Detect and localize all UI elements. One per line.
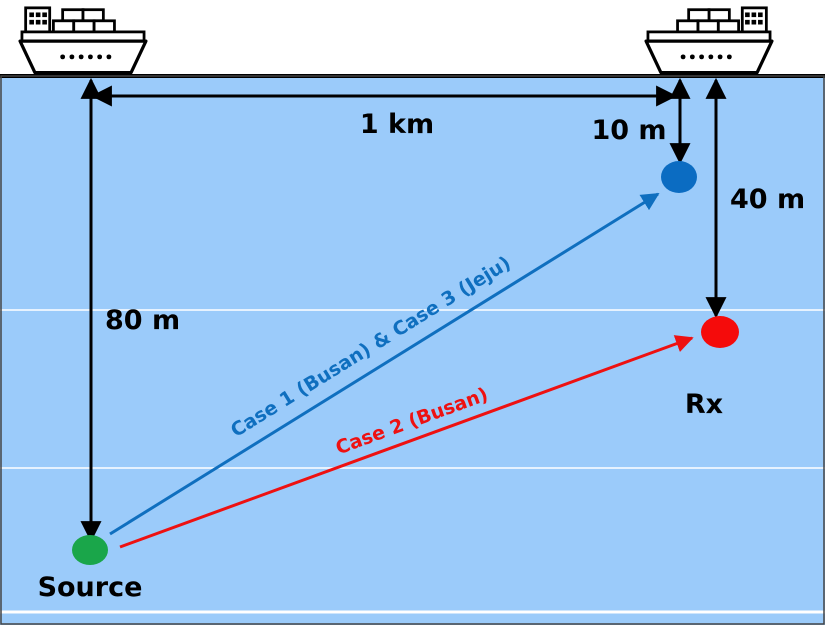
rx-shallow-depth-label: 10 m [591, 115, 666, 146]
source-node [72, 535, 108, 565]
source-label: Source [38, 572, 143, 603]
blue-propagation-path [109, 192, 660, 536]
source-depth-label: 80 m [105, 305, 180, 336]
rx-shallow-node [661, 161, 697, 193]
horizontal-distance-label: 1 km [360, 109, 434, 140]
diagram-frame [0, 75, 825, 625]
water-body [0, 76, 825, 625]
cargo-ship-icon [644, 6, 774, 75]
rx-deep-node [701, 316, 739, 348]
receiver-label: Rx [685, 389, 723, 420]
red-propagation-path [119, 335, 694, 549]
cargo-ship-icon [18, 6, 148, 75]
rx-deep-depth-label: 40 m [730, 184, 805, 215]
